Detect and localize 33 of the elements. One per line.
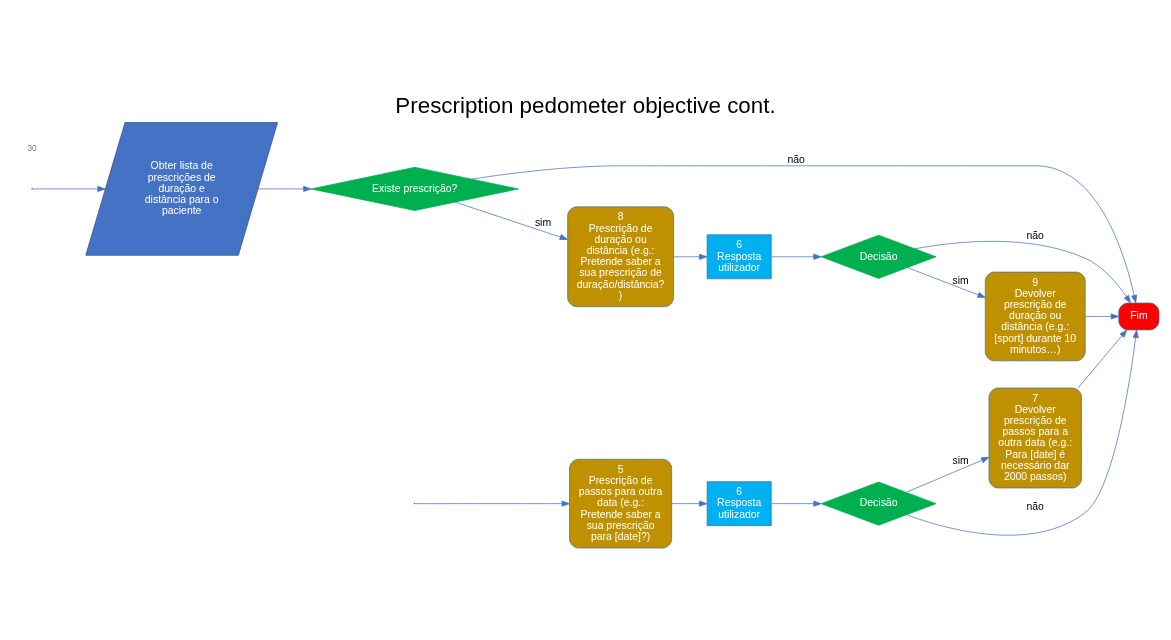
arrow: [906, 329, 1139, 536]
node-box: 6 Resposta utilizador: [706, 234, 772, 280]
node-box: Fim: [1118, 302, 1160, 331]
edge-label: não: [1026, 230, 1044, 242]
arrow: [471, 165, 1138, 304]
edge-label: não: [1026, 500, 1044, 512]
arrow: [906, 456, 990, 493]
arrow: [1084, 313, 1119, 320]
arrow: [907, 267, 986, 298]
arrow: [257, 185, 312, 192]
diagram-title: Prescription pedometer objective cont.: [395, 92, 776, 118]
edge-label: sim: [952, 454, 969, 466]
arrow: [771, 253, 822, 260]
node-diamond: Decisão: [820, 481, 937, 526]
arrow: [1077, 329, 1128, 389]
node-box: 9 Devolver prescrição de duração ou distância (e.g.: [sport] durante 10 minutos…): [984, 271, 1086, 362]
node-box: 6 Resposta utilizador: [706, 481, 772, 526]
label: 30: [27, 143, 37, 153]
arrow: [415, 500, 570, 507]
arrow: [32, 185, 106, 192]
arrow: [673, 253, 708, 260]
arrow: [671, 500, 708, 507]
node-box: 5 Prescrição de passos para outra data (e.g.: Pretende saber a sua prescrição para [date]?): [569, 458, 673, 549]
arrow: [771, 500, 822, 507]
node-box: 8 Prescrição de duração ou distância (e.g.: Pretende saber a sua prescrição de duração/distância?): [567, 206, 674, 308]
edge-label: sim: [952, 274, 969, 286]
node-diamond: Decisão: [820, 234, 937, 279]
node-box: 7 Devolver prescrição de passos para a outra data (e.g.: Para [date] é necessário dar 2000 passos): [988, 387, 1082, 489]
edge-label: não: [787, 153, 805, 165]
edge-label: sim: [534, 217, 552, 229]
arrow: [914, 240, 1131, 304]
arrow: [455, 201, 568, 240]
node-diamond: Existe prescrição?: [310, 166, 519, 211]
